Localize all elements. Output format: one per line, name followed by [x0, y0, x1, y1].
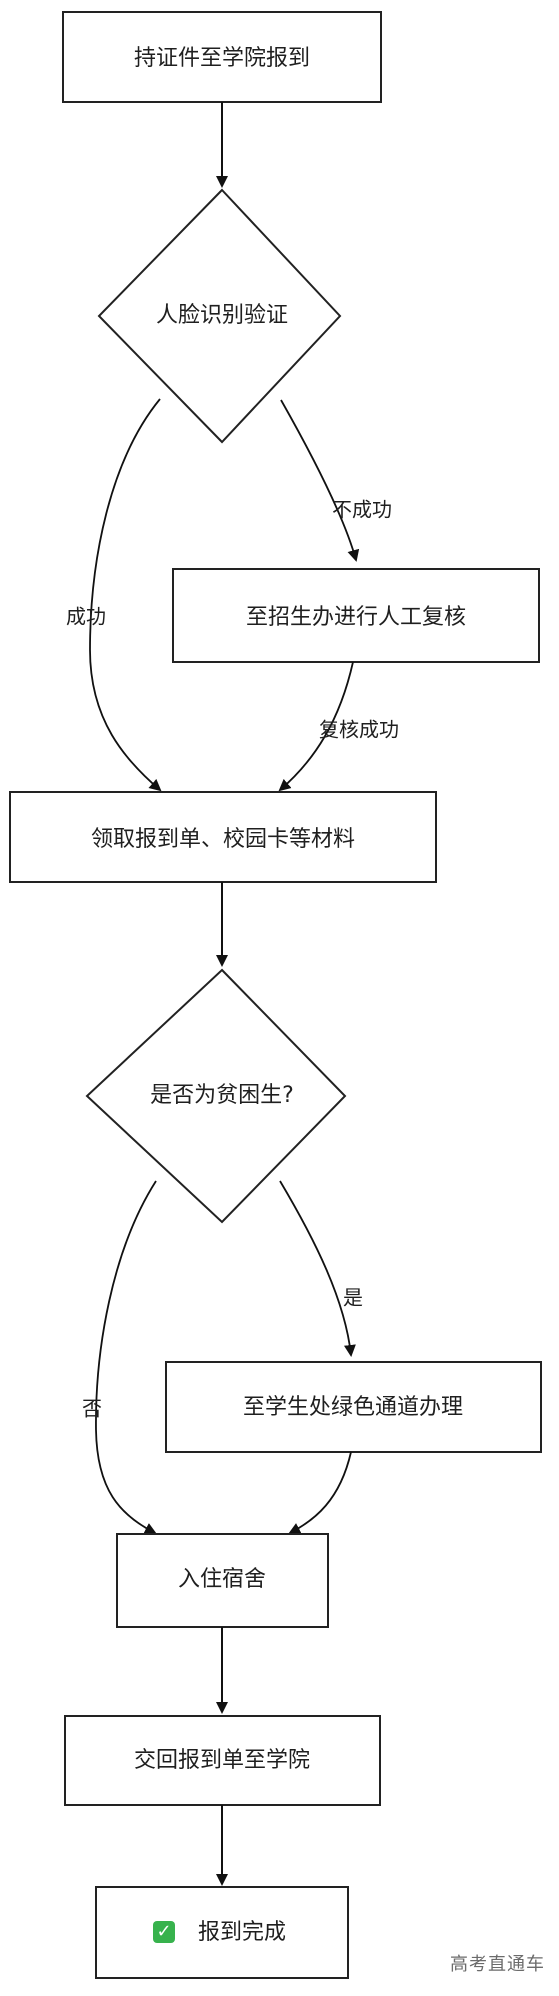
node-face-check: [97, 188, 342, 444]
node-green-channel: [165, 1361, 542, 1453]
node-collect-materials-label: 领取报到单、校园卡等材料: [91, 827, 355, 852]
node-done-label: 报到完成: [198, 1920, 286, 1945]
node-dorm-label: 入住宿舍: [178, 1567, 266, 1592]
edge-poverty-no-label: 否: [82, 1397, 102, 1421]
node-poverty-check-label: 是否为贫困生?: [150, 1083, 294, 1108]
edge-poverty-no: [95, 1180, 157, 1534]
node-collect-materials: [9, 791, 437, 883]
node-green-channel-label: 至学生处绿色通道办理: [243, 1395, 463, 1420]
edge-face-success: [89, 398, 162, 792]
check-mark-icon: ✓: [153, 1921, 175, 1943]
node-manual-review-label: 至招生办进行人工复核: [246, 605, 466, 630]
node-dorm: [116, 1533, 329, 1628]
edge-face-success-label: 成功: [66, 605, 106, 629]
edge-face-fail: [280, 399, 360, 562]
node-done: [95, 1886, 349, 1979]
node-start-label: 持证件至学院报到: [134, 46, 310, 71]
node-face-check-label: 人脸识别验证: [156, 303, 288, 328]
node-return-form-label: 交回报到单至学院: [134, 1748, 310, 1773]
node-return-form: [64, 1715, 381, 1806]
node-manual-review: [172, 568, 540, 663]
watermark: 高考直通车: [450, 1954, 545, 1975]
node-poverty-check: [85, 968, 347, 1224]
edge-review-success: [278, 661, 354, 792]
edge-poverty-yes-label: 是: [343, 1286, 363, 1310]
edge-face-fail-label: 不成功: [332, 498, 392, 522]
edge-review-success-label: 复核成功: [319, 718, 399, 742]
edge-green-to-dorm: [288, 1451, 352, 1534]
edge-poverty-yes: [279, 1180, 356, 1357]
node-start: [62, 11, 382, 103]
